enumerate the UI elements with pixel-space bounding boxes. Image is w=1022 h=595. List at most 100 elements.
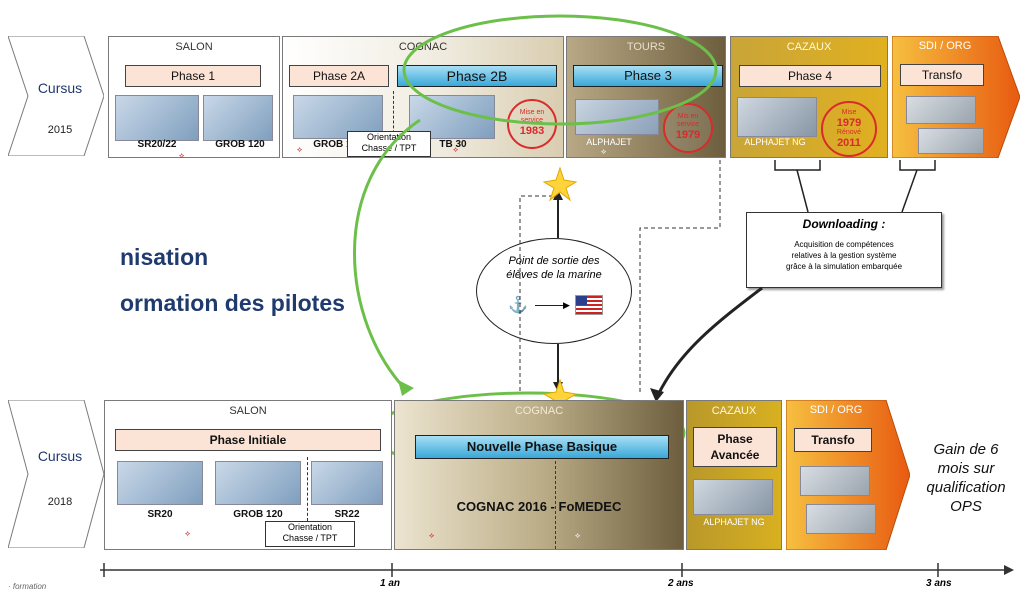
cursus-label: Cursus — [37, 80, 83, 96]
section-cognac-2015: COGNAC Phase 2A Phase 2B GROB 120 TB 30 … — [282, 36, 564, 158]
phase-4-box: Phase 4 — [739, 65, 881, 87]
plane-label: SR20/22 — [137, 139, 177, 150]
arrowhead — [553, 190, 563, 200]
navy-logo-icon: ⚓ — [508, 297, 528, 314]
stamp-year: 1983 — [519, 125, 545, 137]
cursus-arrow-shape — [7, 399, 105, 549]
arrow-head: ▶ — [563, 300, 570, 310]
stamp-line: Mise en — [519, 109, 545, 116]
orientation-line1: Orientation — [287, 522, 333, 532]
propeller-aircraft-icon — [117, 461, 203, 505]
divider — [555, 461, 556, 549]
stamp-year: 2011 — [837, 137, 861, 149]
gain-line: mois sur — [937, 460, 995, 477]
phase-3-box: Phase 3 — [573, 65, 723, 87]
cursus-label: Cursus — [37, 448, 83, 464]
plane-label: GROB 120 — [233, 509, 283, 520]
divider — [307, 457, 308, 521]
stamp-year: 1979 — [675, 129, 701, 141]
phase-2a-box: Phase 2A — [289, 65, 389, 87]
cursus-year: 2018 — [47, 496, 73, 508]
stamp-line: Mise — [841, 109, 857, 116]
orientation-line1: Orientation — [366, 132, 412, 142]
phase-line: Phase — [717, 432, 753, 446]
propeller-aircraft-icon — [203, 95, 273, 141]
footnote: · formation — [8, 582, 47, 591]
jet-aircraft-icon — [737, 97, 817, 137]
gain-line: qualification — [926, 479, 1006, 496]
stamp-line: service — [676, 121, 700, 128]
section-title: CAZAUX — [786, 41, 832, 53]
downloading-line: Acquisition de compétences — [794, 240, 894, 249]
section-title: CAZAUX — [711, 405, 757, 417]
stamp-line: service — [520, 117, 544, 124]
stamp-year: 1979 — [836, 117, 862, 129]
propeller-aircraft-icon — [115, 95, 199, 141]
plane-label: SR20 — [147, 509, 173, 520]
bracket-sdi — [899, 160, 936, 171]
downloading-line: relatives à la gestion système — [791, 251, 897, 260]
phase-initiale-box: Phase Initiale — [115, 429, 381, 451]
nouvelle-phase-basique-box: Nouvelle Phase Basique — [415, 435, 669, 459]
jet-aircraft-icon — [906, 96, 976, 124]
downloading-box: Downloading : Acquisition de compétences… — [746, 212, 942, 288]
cursus-year: 2015 — [47, 124, 73, 136]
section-title: COGNAC — [514, 405, 564, 417]
dashed-connector — [639, 160, 721, 392]
section-cognac-2018: COGNAC Nouvelle Phase Basique COGNAC 201… — [394, 400, 684, 550]
gain-text: Gain de 6 mois sur qualification OPS — [912, 440, 1020, 516]
divider — [393, 91, 394, 153]
section-cazaux-2018: CAZAUX Phase Avancée ALPHAJET NG — [686, 400, 782, 550]
orientation-line2: Chasse / TPT — [282, 533, 338, 543]
section-title: TOURS — [626, 41, 666, 53]
phase-avancee-box: Phase Avancée — [693, 427, 777, 467]
jet-aircraft-icon — [918, 128, 984, 154]
phase-line: Avancée — [710, 448, 760, 462]
phase-2b-box: Phase 2B — [397, 65, 557, 87]
service-stamp: Mise 1979 Rénové 2011 — [821, 101, 877, 157]
overlay-title-line2: ormation des pilotes — [120, 290, 345, 316]
phase-1-box: Phase 1 — [125, 65, 261, 87]
plane-label: GROB 120 — [313, 139, 363, 150]
cursus-2015-block: Cursus 2015 — [7, 35, 105, 157]
timeline-tick-label: 2 ans — [668, 578, 694, 589]
downloading-line: grâce à la simulation embarquée — [785, 262, 903, 271]
plane-label: TB 30 — [439, 139, 467, 150]
plane-label: ALPHAJET NG — [703, 517, 765, 527]
section-salon-2015: SALON Phase 1 SR20/22 GROB 120 ⟡ — [108, 36, 280, 160]
propeller-aircraft-icon — [311, 461, 383, 505]
plane-label: GROB 120 — [215, 139, 265, 150]
section-title: SALON — [175, 41, 213, 53]
plane-label: ALPHAJET — [586, 137, 632, 147]
airforce-logo-icon: ⟡ — [601, 147, 607, 156]
green-highlight-top — [402, 14, 718, 126]
green-arrowhead — [398, 380, 414, 396]
downloading-text: Acquisition de compétences relatives à l… — [747, 239, 941, 272]
section-cazaux-2015: CAZAUX Phase 4 ALPHAJET NG Mise 1979 Rén… — [730, 36, 888, 158]
gain-line: Gain de 6 — [933, 441, 999, 458]
airforce-logo-icon: ⟡ — [429, 531, 435, 540]
section-title: SDI / ORG — [809, 404, 863, 416]
airforce-logo-icon: ⟡ — [575, 531, 581, 540]
plane-label: ALPHAJET NG — [744, 137, 806, 147]
downloading-title: Downloading : — [802, 217, 886, 231]
section-sdi-2015: SDI / ORG Transfo — [891, 35, 1021, 159]
arrowhead — [650, 388, 664, 402]
bracket-cazaux — [774, 160, 821, 171]
transfo-box: Transfo — [900, 64, 984, 86]
green-curve-arrow — [353, 118, 421, 392]
plane-label: SR22 — [334, 509, 360, 520]
downloading-arrow — [656, 286, 763, 396]
transfo-box: Transfo — [794, 428, 872, 452]
jet-aircraft-icon — [693, 479, 773, 515]
section-tours-2015: TOURS Phase 3 ALPHAJET Mis en service 19… — [566, 36, 726, 158]
exit-point-line2: élèves de la marine — [506, 269, 602, 281]
orientation-box: Orientation Chasse / TPT — [265, 521, 355, 547]
airforce-logo-icon: ⟡ — [453, 145, 459, 154]
section-title: SDI / ORG — [918, 40, 972, 52]
gain-line: OPS — [950, 498, 982, 515]
airforce-logo-icon: ⟡ — [185, 529, 191, 538]
propeller-aircraft-icon — [215, 461, 301, 505]
exit-point-ellipse: Point de sortie des élèves de la marine … — [476, 238, 632, 344]
star-icon — [542, 166, 578, 202]
